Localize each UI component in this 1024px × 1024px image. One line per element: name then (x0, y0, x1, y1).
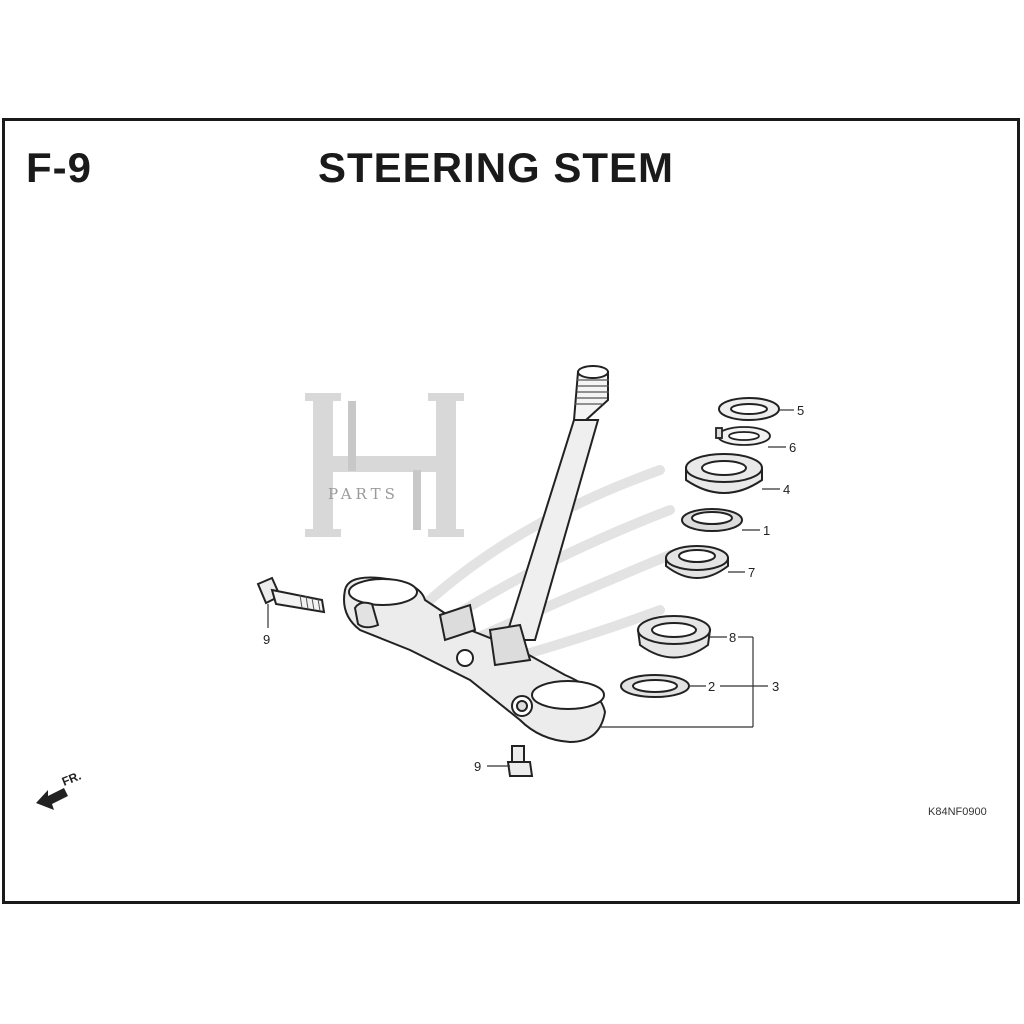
page-title: STEERING STEM (318, 144, 675, 191)
watermark-text: PARTS (328, 485, 399, 503)
diagram-frame (2, 118, 1020, 904)
callout-6: 6 (789, 440, 796, 455)
callout-2: 2 (708, 679, 715, 694)
part-9-bolt-long (256, 576, 326, 614)
lower-triple-clamp (343, 576, 607, 744)
callout-9-bottom: 9 (474, 759, 481, 774)
callout-9-left: 9 (263, 632, 270, 647)
part-9-bolt-short (506, 745, 534, 777)
callout-4: 4 (783, 482, 790, 497)
front-arrow-icon: FR. (36, 769, 83, 810)
reference-code: K84NF0900 (928, 806, 987, 818)
callout-8: 8 (729, 630, 736, 645)
section-code: F-9 (26, 144, 92, 191)
part-6-washer (715, 426, 771, 446)
callout-1: 1 (763, 523, 770, 538)
callout-7: 7 (748, 565, 755, 580)
steering-stem (503, 365, 609, 641)
part-2-dust-seal (620, 674, 690, 698)
front-direction-label: FR. (60, 769, 83, 789)
part-8-lower-bearing (636, 615, 712, 659)
callout-5: 5 (797, 403, 804, 418)
part-4-adjust-nut (685, 453, 763, 494)
part-7-upper-bearing (665, 545, 729, 579)
h-parts-watermark: PARTS (305, 393, 464, 537)
leader-lines (267, 409, 794, 767)
callout-3: 3 (772, 679, 779, 694)
part-5-locknut (718, 397, 780, 421)
part-1-dust-seal (681, 508, 743, 532)
